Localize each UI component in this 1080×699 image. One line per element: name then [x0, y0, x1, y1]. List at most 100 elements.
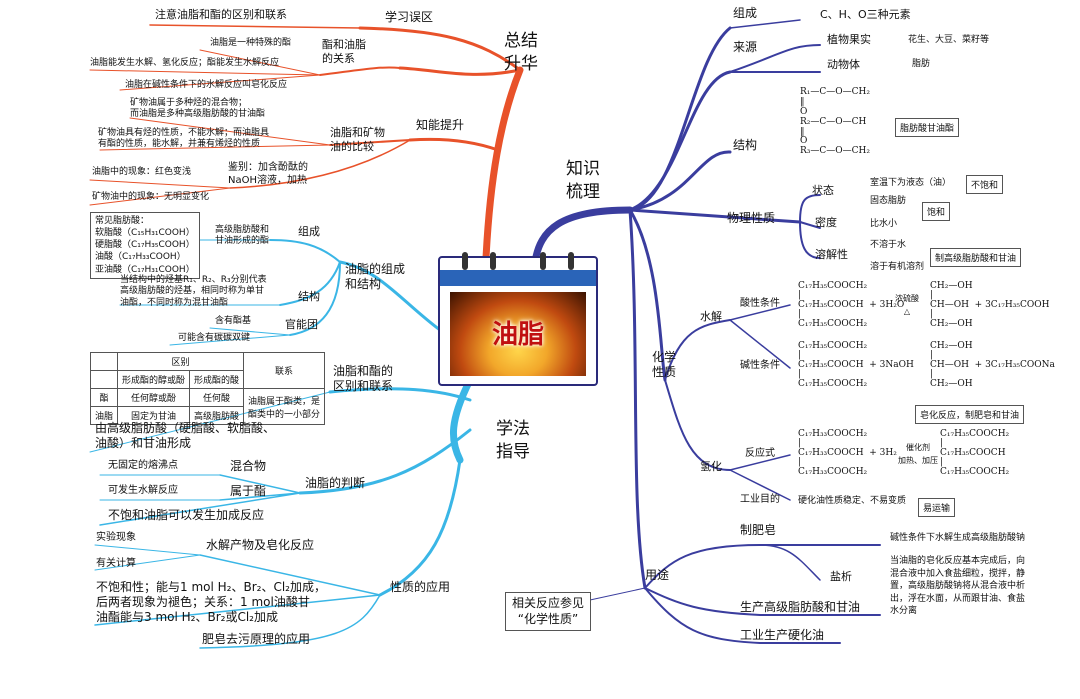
note-hunhewu: 无固定的熔沸点 — [108, 460, 178, 471]
node-jianxing: 碱性条件 — [740, 360, 780, 371]
calendar-ring — [490, 252, 496, 270]
table-header-lianxi: 联系 — [243, 352, 326, 389]
note-guanxi-2: 油脂能发生水解、氢化反应；酯能发生水解反应 — [90, 58, 280, 68]
note-dongwu-ex: 脂肪 — [912, 59, 931, 69]
node-rongjie: 溶解性 — [815, 248, 848, 261]
eq-acid-left: C₁₇H₃₅COOCH₂ | C₁₇H₃₅COOCH + 3H₂O | C₁₇H… — [798, 281, 905, 329]
calendar-ring — [462, 252, 468, 270]
note-zaohua: 皂化反应，制肥皂和甘油 — [915, 405, 1025, 424]
table-header-suan: 形成酯的酸 — [189, 370, 245, 389]
node-zhiwu: 植物果实 — [827, 33, 871, 46]
branch-zongjie: 总结 升华 — [504, 31, 538, 74]
node-xuexi-wuqu: 学习误区 — [385, 10, 434, 24]
fatty-acid-box: 常见脂肪酸： 软脂酸（C₁₅H₃₁COOH） 硬脂酸（C₁₇H₃₅COOH） 油… — [90, 212, 200, 279]
note-zucheng-desc: 高级脂肪酸和 甘油形成的酯 — [215, 225, 270, 247]
eq-base-left: C₁₇H₃₅COOCH₂ | C₁₇H₃₅COOCH + 3NaOH | C₁₇… — [798, 341, 914, 389]
node-shengchan: 生产高级脂肪酸和甘油 — [740, 600, 861, 614]
eq-acid-right: CH₂—OH | CH—OH + 3C₁₇H₃₅COOH | CH₂—OH — [930, 281, 1050, 329]
note-buhe: 不饱和油脂可以发生加成反应 — [108, 508, 265, 522]
note-xiangguan: 相关反应参见 “化学性质” — [505, 592, 592, 632]
node-zucheng: 组成 — [298, 225, 320, 238]
note-jiacheng: 不饱和性；能与1 mol H₂、Br₂、Cl₂加成， 后两者现象为褪色；关系：1… — [96, 580, 326, 624]
tag-baohe: 饱和 — [922, 202, 951, 221]
node-zhuangtai: 状态 — [812, 184, 834, 197]
note-jisuan: 有关计算 — [96, 558, 136, 569]
node-midu: 密度 — [815, 216, 837, 229]
note-xuexi-wuqu: 注意油脂和酯的区别和联系 — [155, 8, 287, 21]
ester-oil-compare-table: 区别 联系 形成酯的醇或酚 形成酯的酸 酯 任何醇或酚 任何酸 油脂属于酯类，是… — [89, 352, 326, 425]
eq-h-cond: 催化剂 加热、加压 — [898, 443, 938, 465]
note-shiyan: 实验现象 — [96, 532, 136, 543]
eq-base-right: CH₂—OH | CH—OH + 3C₁₇H₃₅COONa | CH₂—OH — [930, 341, 1055, 389]
node-dongwu: 动物体 — [827, 58, 860, 71]
note-zhifeizao: 碱性条件下水解生成高级脂肪酸钠 — [890, 533, 1026, 543]
note-jiegou-desc: 当结构中的烃基R₁、R₂、R₃分别代表 高级脂肪酸的烃基，相同时称为单甘 油酯，… — [120, 275, 267, 308]
node-wuli: 物理性质 — [727, 211, 776, 225]
note-zhuangtai-b: 固态脂肪 — [870, 196, 907, 206]
table-header-chun: 形成酯的醇或酚 — [117, 370, 191, 389]
note-zhuangtai-a: 室温下为液态（油） — [870, 178, 952, 188]
calendar-ring — [540, 252, 546, 270]
table-cell: 固定为甘油 — [117, 406, 191, 425]
note-bijiao-1: 矿物油属于多种烃的混合物； 而油脂是多种高级脂肪酸的甘油酯 — [130, 98, 266, 120]
node-zhifeizao: 制肥皂 — [740, 523, 777, 537]
note-jianbie-1: 油脂中的现象：红色变浅 — [92, 167, 192, 177]
triglyceride-structure: R₁—C—O—CH₂ ‖ O R₂—C—O—CH ‖ O R₃—C—O—CH₂ — [800, 87, 870, 157]
table-cell: 油脂 — [89, 406, 119, 425]
node-huaxue: 化学 性质 — [652, 350, 677, 379]
node-bijiao: 油脂和矿物 油的比较 — [330, 126, 385, 153]
node-guanneng: 官能团 — [285, 318, 318, 331]
node-hunhewu: 混合物 — [230, 459, 267, 473]
note-qubie: 由高级脂肪酸（硬脂酸、软脂酸、 油酸）和甘油形成 — [95, 421, 276, 450]
table-cell-lianxi: 油脂属于酯类，是 酯类中的一小部分 — [243, 388, 326, 425]
note-guanneng-b: 可能含有碳碳双键 — [178, 333, 251, 343]
node-jianbie: 鉴别：加含酚酞的 NaOH溶液，加热 — [228, 162, 308, 186]
note-zhi: 制高级脂肪酸和甘油 — [930, 248, 1022, 267]
oil-drop-image: 油脂 — [450, 292, 586, 376]
node-jiegou-xuefa: 结构 — [298, 290, 320, 303]
calendar-ring — [568, 252, 574, 270]
center-title: 油脂 — [491, 320, 544, 350]
tag-buhe: 不饱和 — [966, 175, 1004, 194]
note-guanneng-a: 含有酯基 — [215, 316, 252, 326]
table-header-qubie: 区别 — [117, 352, 245, 371]
table-blank — [89, 370, 119, 389]
note-rongjie-b: 溶于有机溶剂 — [870, 262, 925, 272]
branch-zhishi: 知识 梳理 — [566, 159, 600, 202]
node-fanying: 反应式 — [745, 448, 775, 459]
table-cell: 任何酸 — [189, 388, 245, 407]
note-bijiao-2: 矿物油具有烃的性质，不能水解；而油脂具 有酯的性质，能水解，并兼有烯烃的性质 — [98, 128, 270, 150]
note-jianbie-2: 矿物油中的现象：无明显变化 — [92, 192, 210, 202]
node-gongye-yinghua: 工业生产硬化油 — [740, 628, 825, 642]
node-panduan: 油脂的判断 — [305, 476, 366, 490]
note-jiegou-zs: 脂肪酸甘油酯 — [895, 118, 960, 137]
eq-h-left: C₁₇H₃₃COOCH₂ | C₁₇H₃₃COOCH + 3H₂ | C₁₇H₃… — [798, 429, 897, 477]
table-cell: 酯 — [89, 388, 119, 407]
node-yanxi: 盐析 — [830, 570, 852, 583]
calendar-header-bar — [440, 270, 596, 286]
note-shuzhi: 可发生水解反应 — [108, 485, 178, 496]
node-jiegou-zs: 结构 — [733, 138, 758, 152]
node-shuijie-chanwu: 水解产物及皂化反应 — [206, 538, 315, 552]
node-guanxi: 酯和油脂 的关系 — [322, 38, 366, 65]
node-zucheng-zs: 组成 — [733, 6, 758, 20]
note-gongye-mudi: 硬化油性质稳定、不易变质 — [798, 496, 907, 506]
node-shuijie: 水解 — [700, 310, 722, 323]
note-zucheng-val: C、H、O三种元素 — [820, 8, 911, 21]
eq-h-right: C₁₇H₃₅COOCH₂ | C₁₇H₃₅COOCH | C₁₇H₃₅COOCH… — [940, 429, 1010, 477]
node-zhineng: 知能提升 — [416, 118, 465, 132]
note-yanxi: 当油脂的皂化反应基本完成后，向 混合液中加入食盐细粒，搅拌，静 置，高级脂肪酸钠… — [890, 556, 1026, 617]
table-cell: 任何醇或酚 — [117, 388, 191, 407]
eq-acid-cond: 浓硫酸 △ — [895, 294, 919, 316]
note-guanxi-3: 油脂在碱性条件下的水解反应叫皂化反应 — [125, 80, 288, 90]
node-feizao: 肥皂去污原理的应用 — [202, 632, 311, 646]
node-laiyuan: 来源 — [733, 40, 758, 54]
node-yongtu: 用途 — [645, 568, 670, 582]
node-zucheng-jiegou: 油脂的组成 和结构 — [345, 262, 406, 291]
center-calendar: 油脂 — [438, 252, 598, 386]
node-qinghua: 氢化 — [700, 460, 722, 473]
table-cell: 高级脂肪酸 — [189, 406, 245, 425]
note-rongjie-a: 不溶于水 — [870, 240, 907, 250]
node-gongye-mudi: 工业目的 — [740, 494, 780, 505]
